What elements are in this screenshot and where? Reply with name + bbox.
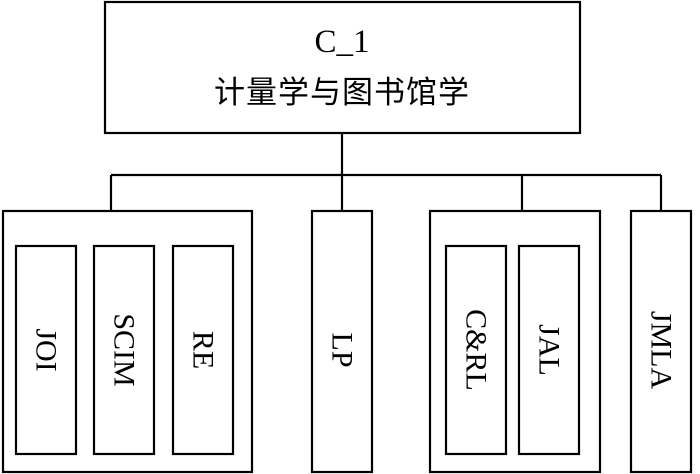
root-box xyxy=(103,0,582,135)
group-3: C&RL JAL xyxy=(428,209,602,474)
root-title: 计量学与图书馆学 xyxy=(214,75,470,111)
journal-label-re: RE xyxy=(187,331,220,369)
journal-box-jal xyxy=(517,244,581,456)
journal-node-joi: JOI xyxy=(14,244,78,456)
journal-box-crl xyxy=(444,244,508,456)
journal-box-jmla xyxy=(629,209,693,474)
journal-label-lp: LP xyxy=(326,332,359,367)
root-code: C_1 xyxy=(314,24,369,60)
group-2: LP xyxy=(310,209,374,474)
connectors xyxy=(109,133,663,211)
journal-label-jmla: JMLA xyxy=(645,311,678,390)
journal-label-crl: C&RL xyxy=(460,309,493,391)
journal-box-scim xyxy=(92,244,156,456)
journal-box-joi xyxy=(14,244,78,456)
group-4: JMLA xyxy=(629,209,693,474)
root-node: C_1 计量学与图书馆学 xyxy=(103,0,582,135)
journal-node-re: RE xyxy=(171,244,235,456)
group-1: JOI SCIM RE xyxy=(1,209,254,474)
journal-box-re xyxy=(171,244,235,456)
journal-box-lp xyxy=(310,209,374,474)
journal-node-crl: C&RL xyxy=(444,244,508,456)
journal-node-jal: JAL xyxy=(517,244,581,456)
journal-node-scim: SCIM xyxy=(92,244,156,456)
journal-label-joi: JOI xyxy=(30,328,63,371)
journal-label-scim: SCIM xyxy=(108,313,141,386)
journal-label-jal: JAL xyxy=(533,324,566,376)
